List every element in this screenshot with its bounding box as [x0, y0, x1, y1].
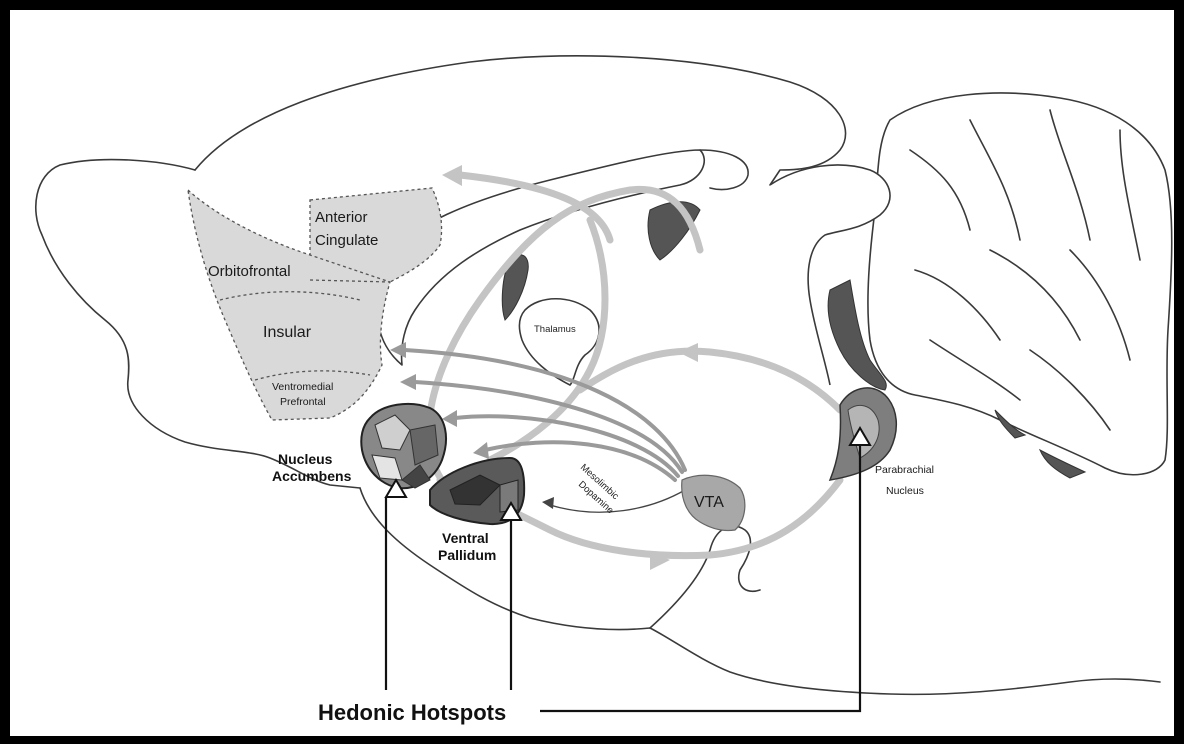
diagram-canvas: Thalamus Anterior Cingulate Orbitofronta… [10, 10, 1174, 736]
arrow-head-top [678, 343, 698, 362]
vta-label: VTA [694, 494, 724, 511]
ventral-pallidum-label-1: Ventral [442, 530, 489, 546]
parabrachial-label-2: Nucleus [886, 485, 924, 497]
ventromedial-label-2: Prefrontal [280, 396, 326, 408]
cerebellum-outline [868, 93, 1172, 475]
anterior-cingulate-label-1: Anterior [315, 209, 368, 226]
brain-diagram-svg: Thalamus Anterior Cingulate Orbitofronta… [10, 10, 1174, 736]
parabrachial-label-1: Parabrachial [875, 464, 934, 476]
fornix-outline [700, 150, 748, 189]
insular-label: Insular [263, 324, 312, 341]
orbitofrontal-label: Orbitofrontal [208, 263, 291, 280]
ventromedial-label-1: Ventromedial [272, 381, 333, 393]
parabrachial-nucleus: Parabrachial Nucleus [830, 388, 934, 497]
thalamus-label: Thalamus [534, 324, 576, 335]
hedonic-hotspots-label: Hedonic Hotspots [318, 700, 506, 725]
arrow-head-vp [473, 442, 489, 459]
nucleus-accumbens-label-2: Accumbens [272, 468, 352, 484]
arrow-head-vmpfc [400, 374, 416, 390]
anterior-cingulate-label-2: Cingulate [315, 232, 378, 249]
nucleus-accumbens-label-1: Nucleus [278, 451, 333, 467]
brainstem-outline [650, 526, 760, 628]
cortex-outline [195, 56, 865, 190]
arrow-head-mesolimbic [542, 497, 554, 509]
vta: VTA [682, 475, 745, 530]
arrow-head-cingulate [442, 165, 462, 186]
ventral-pallidum-label-2: Pallidum [438, 547, 496, 563]
mesolimbic-dopamine: Mesolimbic Dopamine [576, 462, 621, 516]
